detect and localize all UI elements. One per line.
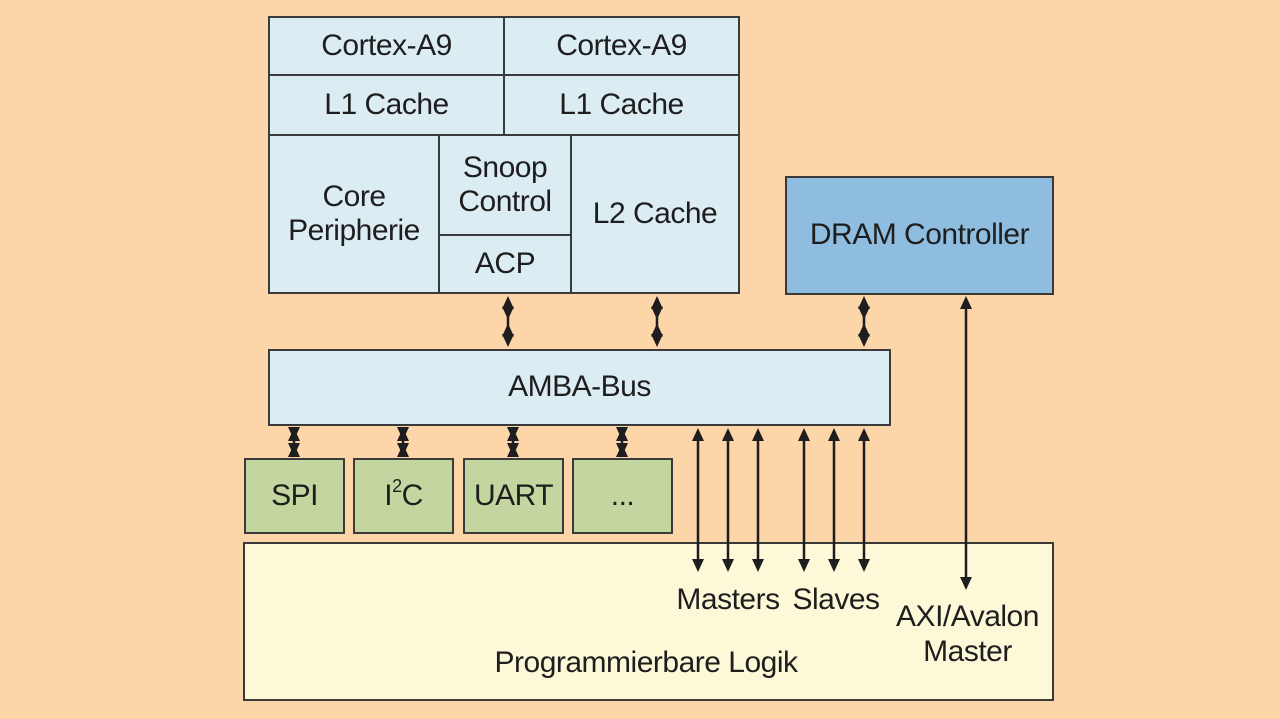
l1-cache-1: L1 Cache bbox=[268, 74, 505, 136]
l1-cache-2-label: L1 Cache bbox=[559, 87, 684, 121]
i2c-bus-connector bbox=[397, 427, 409, 457]
core-peripherie: Core Peripherie bbox=[268, 134, 440, 294]
spi-bus-connector bbox=[288, 427, 300, 457]
cortex-a9-core-2: Cortex-A9 bbox=[503, 16, 740, 76]
slaves-label: Slaves bbox=[792, 583, 880, 616]
programmable-logic-block bbox=[243, 542, 1054, 701]
l2-cache: L2 Cache bbox=[570, 134, 740, 294]
i2c-label: I2C bbox=[384, 476, 424, 514]
i2c-block: I2C bbox=[353, 458, 454, 534]
spi-block: SPI bbox=[244, 458, 345, 534]
more-peripherals-block: ... bbox=[572, 458, 673, 534]
more-bus-connector bbox=[616, 427, 628, 457]
cortex-a9-core-1: Cortex-A9 bbox=[268, 16, 505, 76]
l2-bus-connector bbox=[651, 296, 663, 347]
masters-label: Masters bbox=[676, 583, 780, 616]
l1-cache-2: L1 Cache bbox=[503, 74, 740, 136]
uart-block: UART bbox=[463, 458, 564, 534]
dram-controller: DRAM Controller bbox=[785, 176, 1054, 295]
axi-avalon-master-label: AXI/Avalon Master bbox=[896, 600, 1039, 668]
dram-bus-connector bbox=[858, 296, 870, 347]
acp: ACP bbox=[438, 234, 572, 294]
dram-controller-label: DRAM Controller bbox=[809, 218, 1030, 252]
l2-cache-label: L2 Cache bbox=[592, 196, 718, 230]
acp-bus-connector bbox=[502, 296, 514, 347]
l1-cache-1-label: L1 Cache bbox=[324, 87, 449, 121]
cortex-a9-core-2-label: Cortex-A9 bbox=[556, 28, 687, 62]
more-peripherals-label: ... bbox=[610, 478, 635, 512]
spi-label: SPI bbox=[271, 478, 318, 512]
snoop-control: Snoop Control bbox=[438, 134, 572, 236]
core-peripherie-label: Core Peripherie bbox=[288, 179, 420, 248]
i2c-label-end: C bbox=[401, 479, 424, 513]
cortex-a9-core-1-label: Cortex-A9 bbox=[321, 28, 452, 62]
amba-bus: AMBA-Bus bbox=[268, 349, 891, 426]
uart-label: UART bbox=[473, 478, 554, 512]
i2c-label-sup: 2 bbox=[392, 476, 402, 497]
uart-bus-connector bbox=[507, 427, 519, 457]
snoop-control-label: Snoop Control bbox=[458, 150, 552, 219]
i2c-label-base: I bbox=[384, 479, 393, 513]
amba-bus-label: AMBA-Bus bbox=[508, 370, 651, 404]
programmable-logic-label: Programmierbare Logik bbox=[494, 646, 798, 679]
acp-label: ACP bbox=[474, 246, 536, 280]
